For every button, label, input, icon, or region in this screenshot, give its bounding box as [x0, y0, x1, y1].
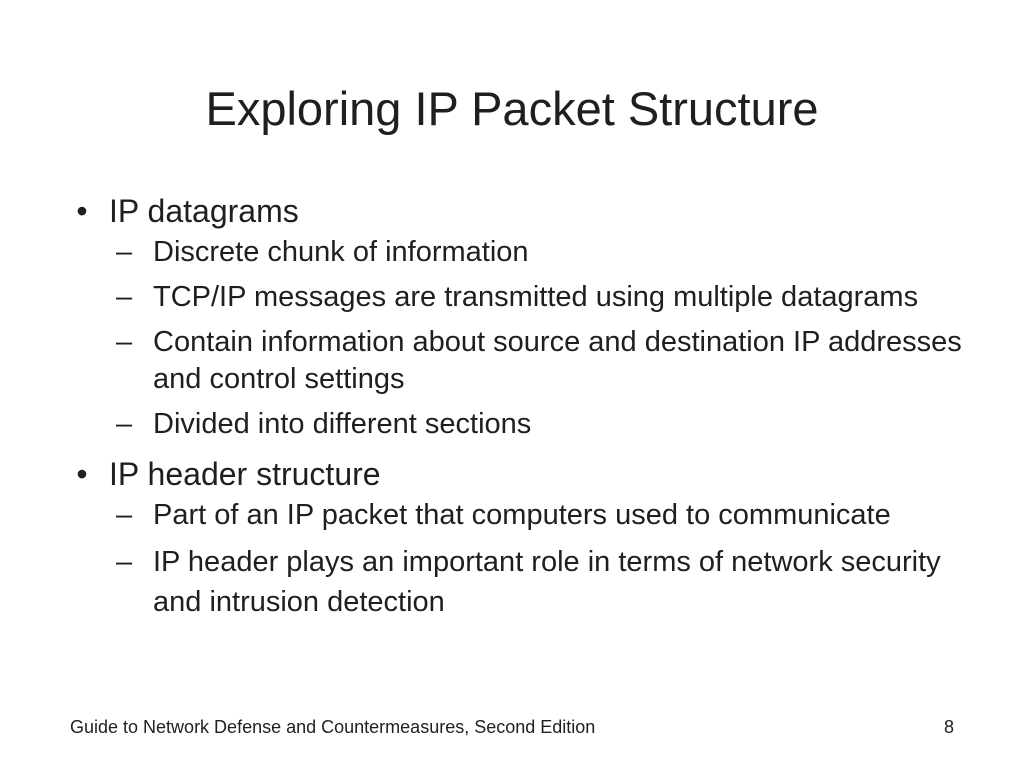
bullet-text: IP datagrams: [109, 193, 299, 229]
dash-marker: –: [116, 326, 133, 358]
sub-bullet-item: – Discrete chunk of information: [72, 234, 982, 271]
sub-bullet-text: IP header plays an important role in ter…: [153, 546, 941, 618]
bullet-marker: •: [76, 193, 88, 229]
sub-bullet-item: – IP header plays an important role in t…: [72, 542, 982, 622]
dash-marker: –: [116, 408, 133, 440]
slide-content: • IP datagrams – Discrete chunk of infor…: [72, 188, 982, 630]
sub-bullet-text: Part of an IP packet that computers used…: [153, 499, 891, 531]
footer-text: Guide to Network Defense and Countermeas…: [70, 717, 596, 737]
page-number: 8: [943, 717, 954, 737]
bullet-item: • IP header structure: [72, 451, 982, 497]
sub-bullet-item: – Part of an IP packet that computers us…: [72, 497, 982, 534]
sub-bullet-text: Divided into different sections: [153, 408, 532, 440]
slide-title: Exploring IP Packet Structure: [205, 82, 819, 135]
sub-bullet-item: – TCP/IP messages are transmitted using …: [72, 279, 982, 316]
dash-marker: –: [116, 281, 133, 313]
sub-bullet-item: – Divided into different sections: [72, 406, 982, 443]
dash-marker: –: [116, 236, 133, 268]
dash-marker: –: [116, 499, 133, 531]
dash-marker: –: [116, 546, 133, 578]
sub-bullet-text: TCP/IP messages are transmitted using mu…: [153, 281, 919, 313]
slide-footer: Guide to Network Defense and Countermeas…: [70, 716, 954, 738]
bullet-text: IP header structure: [109, 456, 381, 492]
bullet-item: • IP datagrams: [72, 188, 982, 234]
bullet-marker: •: [76, 456, 88, 492]
sub-bullet-text: Contain information about source and des…: [153, 326, 962, 395]
sub-bullet-item: – Contain information about source and d…: [72, 324, 982, 398]
sub-bullet-text: Discrete chunk of information: [153, 236, 529, 268]
